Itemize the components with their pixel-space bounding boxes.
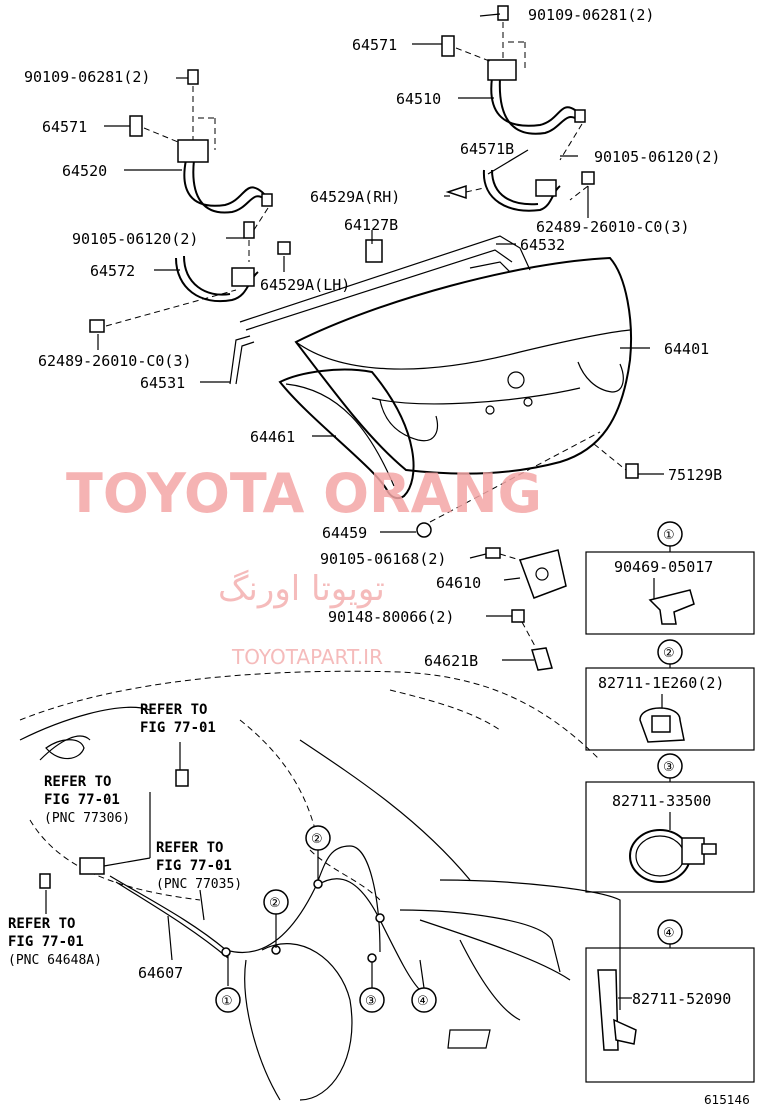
- leader-lines: [45, 13, 664, 989]
- hinge-cover-64571B: [445, 169, 595, 212]
- ref2-line1: REFER TO: [44, 774, 111, 790]
- watermark-persian: تویوتا اورنگ: [218, 569, 385, 609]
- label-64520: 64520: [62, 162, 107, 180]
- label-90109-top: 90109-06281(2): [528, 6, 654, 24]
- label-64531: 64531: [140, 374, 185, 392]
- label-64571-top: 64571: [352, 36, 397, 54]
- callout-2a: ②: [263, 889, 289, 915]
- ref4-line3: (PNC 64648A): [8, 953, 102, 968]
- label-90105-06120-right: 90105-06120(2): [594, 148, 720, 166]
- svg-text:①: ①: [221, 994, 233, 1009]
- inset-1-part: 90469-05017: [614, 558, 713, 576]
- svg-text:④: ④: [663, 926, 675, 941]
- part-64459: [416, 522, 432, 538]
- inset-3-part: 82711-33500: [612, 792, 711, 810]
- label-64510: 64510: [396, 90, 441, 108]
- label-64572: 64572: [90, 262, 135, 280]
- svg-text:②: ②: [269, 896, 281, 911]
- ref4-line2: FIG 77-01: [8, 934, 84, 950]
- callout-2b: ②: [305, 825, 331, 851]
- watermark-site: TOYOTAPART.IR: [231, 645, 383, 669]
- hinge-cover-64572: [89, 221, 291, 333]
- svg-text:①: ①: [663, 528, 675, 543]
- weatherstrip-64461: [278, 368, 415, 500]
- ref3-line2: FIG 77-01: [156, 858, 232, 874]
- inset-4-part: 82711-52090: [632, 990, 731, 1008]
- svg-text:③: ③: [663, 760, 675, 775]
- label-64401: 64401: [664, 340, 709, 358]
- svg-text:②: ②: [311, 832, 323, 847]
- ref2-line3: (PNC 77306): [44, 811, 130, 826]
- inset-1: ① 90469-05017: [585, 521, 755, 635]
- cable-64607: [109, 845, 561, 991]
- callout-4: ④: [411, 987, 437, 1013]
- svg-text:④: ④: [417, 994, 429, 1009]
- label-64529A-LH: 64529A(LH): [260, 276, 350, 294]
- label-64571B: 64571B: [460, 140, 514, 158]
- figure-code: 615146: [704, 1093, 750, 1107]
- label-64127B: 64127B: [344, 216, 398, 234]
- lock-64610: [485, 547, 567, 671]
- callout-3: ③: [359, 987, 385, 1013]
- label-90105-06120-left: 90105-06120(2): [72, 230, 198, 248]
- label-62489-right: 62489-26010-C0(3): [536, 218, 690, 236]
- label-64571-left: 64571: [42, 118, 87, 136]
- label-75129B: 75129B: [668, 466, 722, 484]
- hinge-64520: [129, 69, 273, 237]
- ref1-line1: REFER TO: [140, 702, 207, 718]
- trunk-lid-64401: [294, 256, 633, 475]
- torsion-rods: [229, 235, 531, 385]
- inset-3: ③ 82711-33500: [585, 753, 755, 893]
- label-90148: 90148-80066(2): [328, 608, 454, 626]
- label-64529A-RH: 64529A(RH): [310, 188, 400, 206]
- label-90105-06168: 90105-06168(2): [320, 550, 446, 568]
- label-90109-left: 90109-06281(2): [24, 68, 150, 86]
- label-64621B: 64621B: [424, 652, 478, 670]
- inset-4: ④ 82711-52090: [585, 919, 755, 1083]
- label-64461: 64461: [250, 428, 295, 446]
- ref3-line1: REFER TO: [156, 840, 223, 856]
- label-64459: 64459: [322, 524, 367, 542]
- svg-text:②: ②: [663, 646, 675, 661]
- label-64610: 64610: [436, 574, 481, 592]
- ref4-line1: REFER TO: [8, 916, 75, 932]
- label-64607: 64607: [138, 964, 183, 982]
- svg-text:③: ③: [365, 994, 377, 1009]
- part-75129B: [625, 463, 639, 479]
- inset-2: ② 82711-1E260(2): [585, 639, 755, 751]
- ref1-line2: FIG 77-01: [140, 720, 216, 736]
- ref3-line3: (PNC 77035): [156, 877, 242, 892]
- car-body-outline: [19, 670, 621, 1101]
- watermark-main: TOYOTA ORANG: [66, 462, 542, 525]
- ref2-line2: FIG 77-01: [44, 792, 120, 808]
- label-62489-left: 62489-26010-C0(3): [38, 352, 192, 370]
- callout-1: ①: [215, 987, 241, 1013]
- label-64532: 64532: [520, 236, 565, 254]
- hinge-64510: [441, 5, 586, 161]
- inset-2-part: 82711-1E260(2): [598, 674, 724, 692]
